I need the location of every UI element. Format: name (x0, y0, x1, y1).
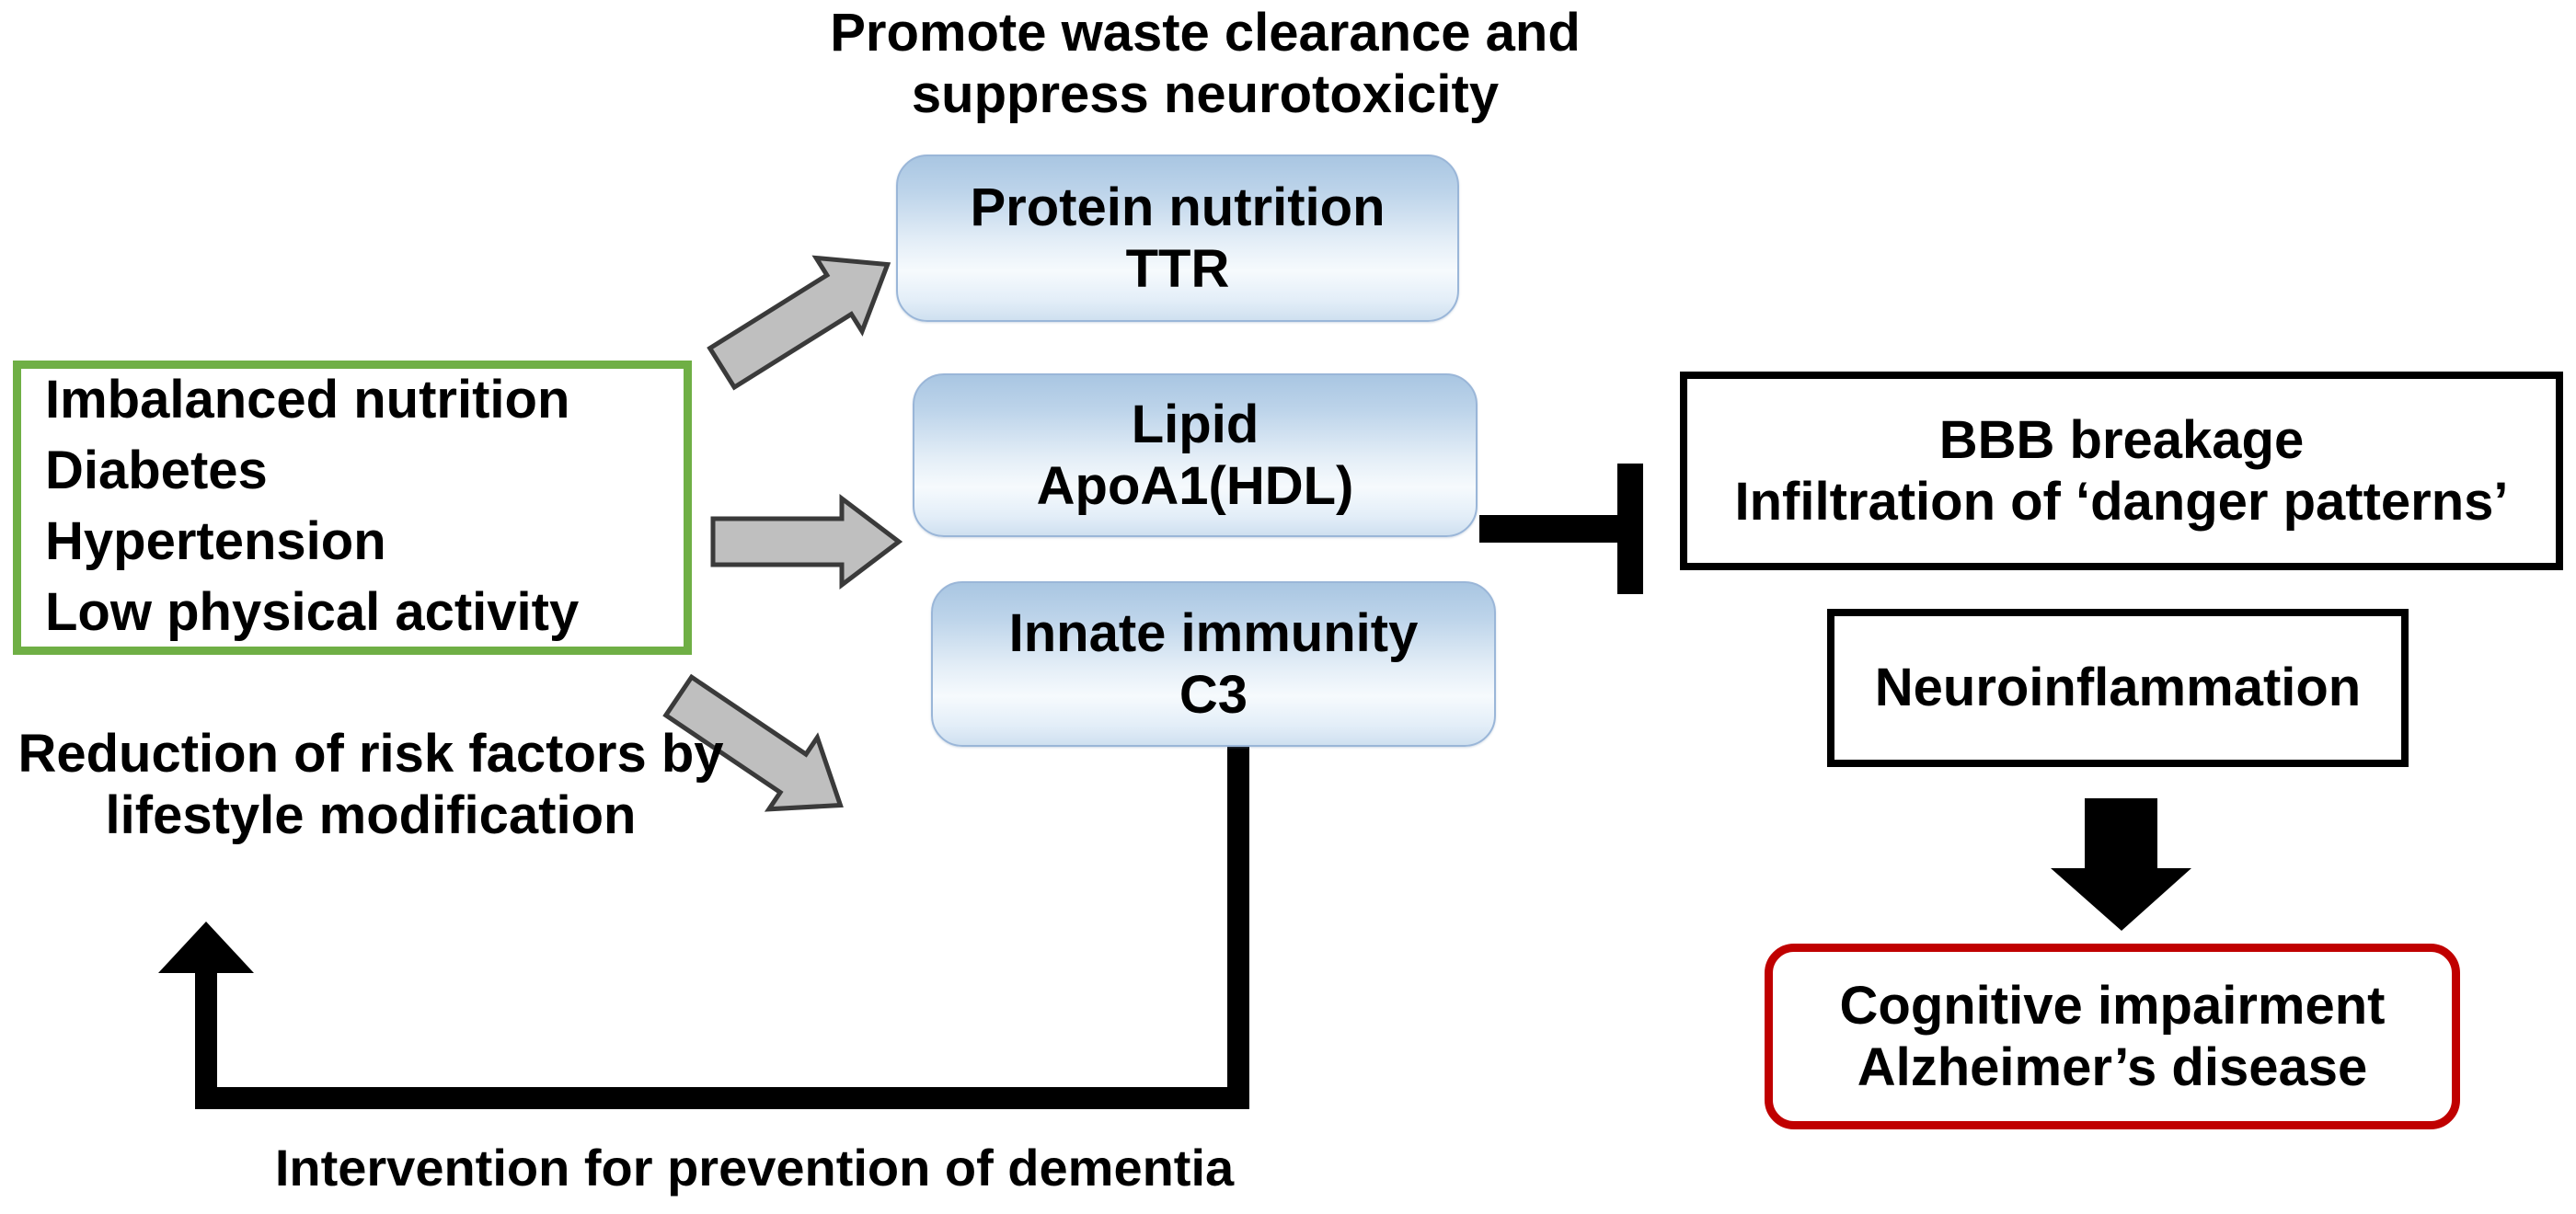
arrow-risk-to-lipid-icon (710, 493, 903, 590)
mediator-protein-line-1: Protein nutrition (970, 177, 1386, 237)
lifestyle-caption-line-2: by lifestyle modification (105, 724, 724, 846)
mediator-lipid-line-2: ApoA1(HDL) (1036, 456, 1354, 516)
header-caption-line-1: Promote waste clearance (830, 3, 1471, 63)
outcome-box-alzheimers[interactable]: Cognitive impairment Alzheimer’s disease (1765, 944, 2460, 1129)
arrow-neuro-to-alzheimers-icon (2051, 798, 2191, 931)
alzheimers-line-2: Alzheimer’s disease (1857, 1037, 2368, 1097)
alzheimers-line-1: Cognitive impairment (1839, 975, 2386, 1036)
arrow-innate-feedback-loop-icon (158, 741, 1249, 1109)
inhibition-tbar-lipid-to-bbb-icon (1479, 464, 1643, 594)
mediator-protein-line-2: TTR (1125, 239, 1230, 299)
risk-factors-box[interactable]: Imbalanced nutrition Diabetes Hypertensi… (13, 361, 692, 655)
header-caption-line-2: and suppress neurotoxicity (911, 3, 1581, 125)
arrow-risk-to-innate-icon (662, 673, 844, 812)
mediator-innate-line-2: C3 (1179, 665, 1248, 725)
intervention-caption-text: Intervention for prevention of dementia (274, 1139, 1235, 1197)
risk-factor-item-1: Imbalanced nutrition (45, 369, 570, 429)
lifestyle-modification-caption: Reduction of risk factors by lifestyle m… (7, 723, 734, 847)
intervention-caption: Intervention for prevention of dementia (156, 1139, 1352, 1198)
header-caption: Promote waste clearance and suppress neu… (718, 2, 1693, 126)
mediator-lipid-line-1: Lipid (1131, 394, 1259, 454)
outcome-box-bbb-breakage[interactable]: BBB breakage Infiltration of ‘danger pat… (1680, 372, 2563, 570)
mediator-innate-line-1: Innate immunity (1008, 602, 1419, 663)
neuroinflammation-label: Neuroinflammation (1874, 658, 2362, 718)
risk-factor-item-3: Hypertension (45, 511, 386, 571)
bbb-line-1: BBB breakage (1938, 409, 2305, 470)
arrow-risk-to-protein-icon (707, 255, 891, 391)
mediator-box-lipid[interactable]: Lipid ApoA1(HDL) (913, 373, 1478, 537)
bbb-line-2: Infiltration of ‘danger patterns’ (1734, 472, 2509, 532)
risk-factor-item-4: Low physical activity (45, 582, 580, 643)
mediator-box-innate-immunity[interactable]: Innate immunity C3 (931, 581, 1496, 747)
risk-factor-item-2: Diabetes (45, 440, 268, 500)
lifestyle-caption-line-1: Reduction of risk factors (17, 724, 647, 784)
mediator-box-protein-nutrition[interactable]: Protein nutrition TTR (896, 155, 1459, 322)
outcome-box-neuroinflammation[interactable]: Neuroinflammation (1827, 609, 2409, 767)
